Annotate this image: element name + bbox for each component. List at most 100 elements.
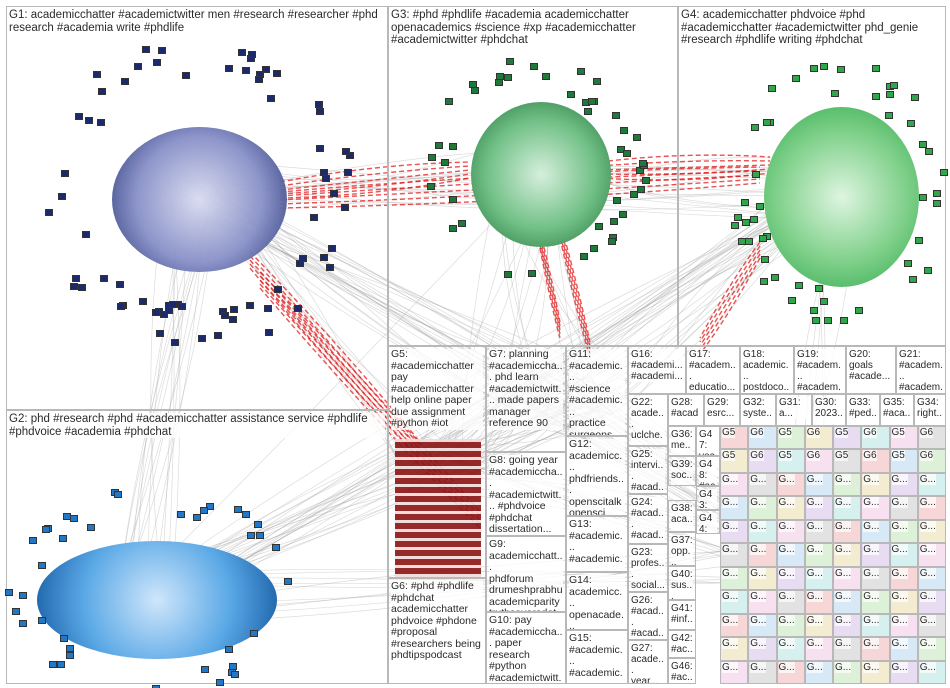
group-g9-box[interactable]: G9: academicchatt... phdforum drumeshpra…	[486, 536, 566, 612]
tiny-group-cell[interactable]: G...	[889, 519, 918, 544]
group-g14-box[interactable]: G14: academicc... openacade... blkinengi…	[566, 572, 628, 630]
tiny-group-cell[interactable]: G...	[861, 543, 890, 567]
group-g28-box[interactable]: G28: #acad...	[668, 394, 704, 426]
group-g27-box[interactable]: G27: acade... year...	[628, 640, 668, 684]
tiny-group-cell[interactable]: G...	[776, 660, 805, 684]
tiny-group-cell[interactable]: G...	[804, 613, 833, 638]
group-g44-box[interactable]: G44: ma...	[696, 510, 720, 534]
tiny-group-cell[interactable]: G...	[748, 613, 777, 638]
group-g26-box[interactable]: G26: #acad... #acad...	[628, 592, 668, 640]
tiny-group-cell[interactable]: G...	[917, 660, 946, 684]
group-g46-box[interactable]: G46: #ac...	[668, 658, 696, 684]
tiny-group-cell[interactable]: G...	[889, 660, 918, 684]
group-g8-box[interactable]: G8: going year #academiccha... #academic…	[486, 452, 566, 536]
group-g10-box[interactable]: G10: pay #academiccha... paper research …	[486, 612, 566, 684]
tiny-group-cell[interactable]: G5	[720, 426, 749, 450]
tiny-group-cell[interactable]: G...	[804, 472, 833, 497]
tiny-group-cell[interactable]: G...	[917, 590, 946, 614]
tiny-group-cell[interactable]: G5	[720, 449, 749, 473]
group-g21-box[interactable]: G21: #academ... #academ...	[896, 346, 946, 394]
tiny-group-cell[interactable]: G...	[776, 566, 805, 591]
tiny-group-cell[interactable]: G...	[804, 496, 833, 520]
tiny-group-cell[interactable]: G...	[917, 543, 946, 567]
tiny-group-cell[interactable]: G...	[917, 496, 946, 520]
group-g47-box[interactable]: G47: yea...	[696, 426, 720, 456]
tiny-group-cell[interactable]: G5	[776, 426, 805, 450]
group-g6-box[interactable]: G6: #phd #phdlife #phdchat academicchatt…	[388, 578, 486, 684]
tiny-group-cell[interactable]: G...	[917, 472, 946, 497]
tiny-group-cell[interactable]: G5	[889, 426, 918, 450]
tiny-group-cell[interactable]: G...	[720, 472, 749, 497]
tiny-group-cell[interactable]: G6	[804, 449, 833, 473]
tiny-group-cell[interactable]: G...	[804, 637, 833, 661]
tiny-group-cell[interactable]: G...	[861, 637, 890, 661]
tiny-group-cell[interactable]: G...	[776, 543, 805, 567]
tiny-group-cell[interactable]: G...	[833, 543, 862, 567]
group-g23-box[interactable]: G23: profes... social...	[628, 544, 668, 592]
group-g40-box[interactable]: G40: sus...	[668, 566, 696, 600]
group-g19-box[interactable]: G19: #academ... #academ...	[794, 346, 846, 394]
tiny-group-cell[interactable]: G...	[776, 637, 805, 661]
group-g43-box[interactable]: G43: acc...	[696, 486, 720, 510]
tiny-group-cell[interactable]: G...	[776, 613, 805, 638]
tiny-group-cell[interactable]: G...	[804, 519, 833, 544]
tiny-group-cell[interactable]: G...	[720, 566, 749, 591]
tiny-group-cell[interactable]: G...	[889, 496, 918, 520]
tiny-group-cell[interactable]: G...	[861, 519, 890, 544]
tiny-group-cell[interactable]: G...	[861, 660, 890, 684]
tiny-group-cell[interactable]: G...	[720, 519, 749, 544]
tiny-group-cell[interactable]: G6	[861, 449, 890, 473]
group-g38-box[interactable]: G38: aca...	[668, 500, 696, 532]
tiny-group-cell[interactable]: G...	[776, 519, 805, 544]
tiny-group-cell[interactable]: G...	[804, 660, 833, 684]
tiny-group-cell[interactable]: G...	[776, 472, 805, 497]
group-g29-box[interactable]: G29: esrc...	[704, 394, 740, 426]
tiny-group-cell[interactable]: G...	[861, 590, 890, 614]
tiny-group-cell[interactable]: G...	[833, 496, 862, 520]
tiny-group-cell[interactable]: G6	[748, 426, 777, 450]
group-g24-box[interactable]: G24: #acad... #acad...	[628, 494, 668, 544]
group-g13-box[interactable]: G13: #academic... #academic... academicc…	[566, 516, 628, 572]
tiny-group-cell[interactable]: G...	[720, 496, 749, 520]
tiny-group-cell[interactable]: G...	[917, 519, 946, 544]
tiny-group-cell[interactable]: G...	[720, 590, 749, 614]
tiny-group-cell[interactable]: G...	[833, 590, 862, 614]
tiny-group-cell[interactable]: G...	[804, 590, 833, 614]
tiny-group-cell[interactable]: G...	[776, 590, 805, 614]
tiny-group-cell[interactable]: G...	[804, 566, 833, 591]
tiny-group-cell[interactable]: G...	[748, 637, 777, 661]
tiny-group-cell[interactable]: G...	[889, 566, 918, 591]
tiny-group-cell[interactable]: G6	[917, 449, 946, 473]
group-g37-box[interactable]: G37: opp...	[668, 532, 696, 566]
tiny-group-cell[interactable]: G...	[833, 660, 862, 684]
group-g41-box[interactable]: G41: #inf...	[668, 600, 696, 630]
tiny-group-cell[interactable]: G...	[804, 543, 833, 567]
group-g3-box[interactable]: G3: #phd #phdlife #academia academicchat…	[388, 6, 678, 346]
tiny-group-cell[interactable]: G...	[917, 637, 946, 661]
group-g7-box[interactable]: G7: planning #academiccha... phd learn #…	[486, 346, 566, 452]
tiny-group-cell[interactable]: G6	[804, 426, 833, 450]
group-g2-box[interactable]: G2: phd #research #phd #academicchatter …	[6, 410, 388, 684]
group-g22-box[interactable]: G22: acade... uclche... stude...	[628, 394, 668, 446]
group-g31-box[interactable]: G31: a...	[776, 394, 812, 426]
tiny-group-cell[interactable]: G6	[861, 426, 890, 450]
tiny-group-cell[interactable]: G...	[720, 613, 749, 638]
group-g48-box[interactable]: G48: #ac...	[696, 456, 720, 486]
tiny-group-cell[interactable]: G...	[889, 543, 918, 567]
tiny-group-cell[interactable]: G...	[889, 613, 918, 638]
tiny-group-cell[interactable]: G...	[917, 566, 946, 591]
tiny-group-cell[interactable]: G...	[861, 472, 890, 497]
group-g16-box[interactable]: G16: #academi... #academi...	[628, 346, 686, 394]
group-g39-box[interactable]: G39: soc...	[668, 456, 696, 486]
group-g35-box[interactable]: G35: #aca...	[880, 394, 914, 426]
tiny-group-cell[interactable]: G...	[833, 613, 862, 638]
tiny-group-cell[interactable]: G5	[833, 426, 862, 450]
group-g17-box[interactable]: G17: #academ... educatio...	[686, 346, 740, 394]
tiny-group-cell[interactable]: G...	[720, 543, 749, 567]
tiny-group-cell[interactable]: G...	[748, 543, 777, 567]
group-g1-box[interactable]: G1: academicchatter #academictwitter men…	[6, 6, 388, 410]
tiny-group-cell[interactable]: G5	[889, 449, 918, 473]
tiny-group-cell[interactable]: G...	[833, 519, 862, 544]
tiny-group-cell[interactable]: G...	[720, 637, 749, 661]
tiny-group-cell[interactable]: G5	[833, 449, 862, 473]
